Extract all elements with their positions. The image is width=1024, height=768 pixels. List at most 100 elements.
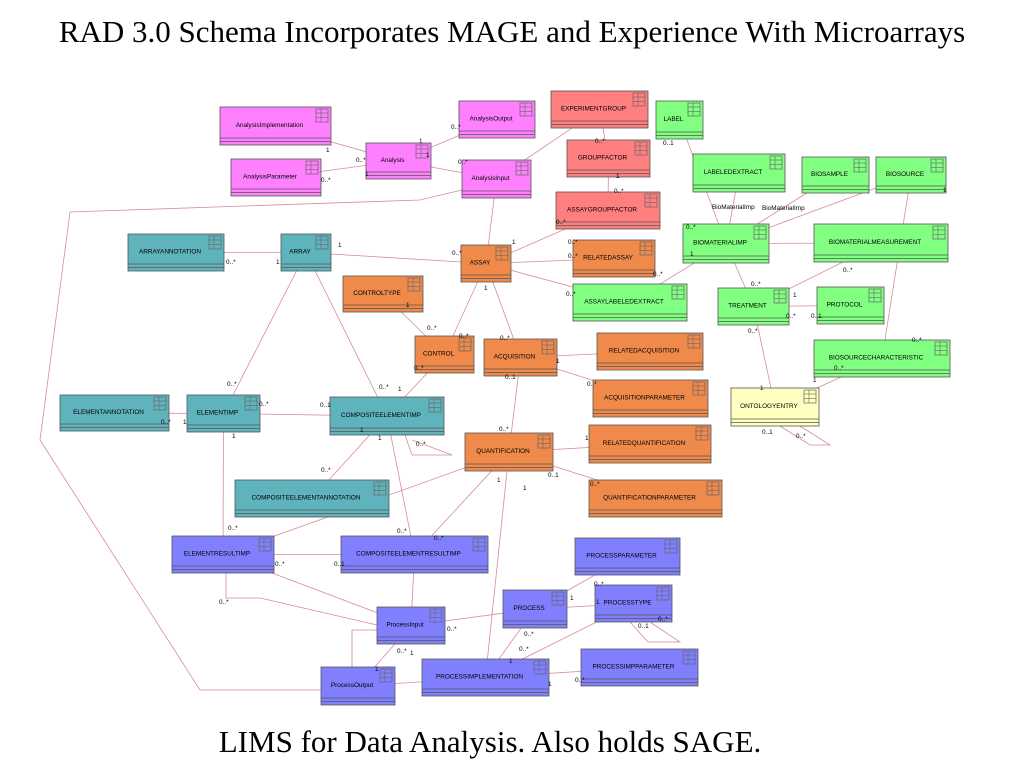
table-grid-icon bbox=[373, 481, 387, 496]
class-box-elementresultimp[interactable]: ELEMENTRESULTIMP bbox=[171, 535, 275, 574]
table-grid-icon bbox=[769, 155, 783, 170]
class-box-analysisinput[interactable]: AnalysisInput bbox=[461, 159, 532, 199]
table-grid-icon bbox=[515, 161, 529, 176]
class-box-protocol[interactable]: PROTOCOL bbox=[816, 286, 885, 325]
class-box-processimplementation[interactable]: PROCESSIMPLEMENTATION bbox=[421, 658, 550, 697]
class-box-controltype[interactable]: CONTROLTYPE bbox=[342, 275, 424, 313]
multiplicity-label: 0..* bbox=[614, 188, 624, 195]
class-name: ASSAYGROUPFACTOR bbox=[567, 207, 637, 214]
class-box-process[interactable]: PROCESS bbox=[502, 589, 568, 629]
class-box-elementannotation[interactable]: ELEMENTANNOTATION bbox=[59, 394, 170, 432]
multiplicity-label: 1 bbox=[943, 187, 947, 194]
slide-title: RAD 3.0 Schema Incorporates MAGE and Exp… bbox=[58, 14, 966, 49]
self-association-compositeelementimp bbox=[404, 434, 453, 456]
class-box-biomaterialimp[interactable]: BIOMATERIALIMP bbox=[682, 223, 770, 264]
table-grid-icon bbox=[533, 660, 547, 675]
class-box-control[interactable]: CONTROL bbox=[414, 335, 475, 374]
class-name: COMPOSITEELEMENTANNOTATION bbox=[251, 495, 360, 502]
table-grid-icon bbox=[634, 141, 648, 156]
table-grid-icon bbox=[379, 668, 393, 683]
class-name: QUANTIFICATIONPARAMETER bbox=[603, 495, 696, 502]
table-grid-icon bbox=[519, 102, 533, 117]
class-box-assaygroupfactor[interactable]: ASSAYGROUPFACTOR bbox=[555, 191, 661, 230]
multiplicity-label: 1 bbox=[793, 292, 797, 299]
class-box-compositeelementresultimp[interactable]: COMPOSITEELEMENTRESULTIMP bbox=[340, 535, 489, 574]
class-box-treatment[interactable]: TREATMENT bbox=[717, 287, 790, 326]
class-name: BIOMATERIALMEASUREMENT bbox=[829, 239, 921, 246]
class-box-biosourcecharacteristic[interactable]: BIOSOURCECHARACTERISTIC bbox=[813, 339, 951, 378]
class-box-analysis[interactable]: Analysis bbox=[365, 142, 432, 180]
multiplicity-label: 1 bbox=[419, 138, 423, 145]
multiplicity-label: 1 bbox=[813, 377, 817, 384]
class-box-analysisimplementation[interactable]: AnalysisImplementation bbox=[219, 106, 332, 146]
table-grid-icon bbox=[644, 193, 658, 208]
multiplicity-label: 1 bbox=[523, 485, 527, 492]
class-box-groupfactor[interactable]: GROUPFACTOR bbox=[566, 139, 651, 178]
multiplicity-label: 0..* bbox=[416, 441, 426, 448]
class-box-quantification[interactable]: QUANTIFICATION bbox=[464, 432, 554, 472]
class-box-biosample[interactable]: BIOSAMPLE bbox=[801, 156, 870, 194]
class-box-relatedacquisition[interactable]: RELATEDACQUISITION bbox=[596, 332, 704, 371]
class-box-processoutput[interactable]: ProcessOutput bbox=[320, 666, 396, 706]
class-name: ACQUISITIONPARAMETER bbox=[604, 395, 685, 402]
multiplicity-label: 0..* bbox=[226, 259, 236, 266]
class-name: BIOSAMPLE bbox=[811, 171, 848, 178]
class-name: TREATMENT bbox=[728, 303, 767, 310]
class-box-analysisoutput[interactable]: AnalysisOutput bbox=[458, 100, 536, 139]
table-grid-icon bbox=[208, 235, 222, 250]
class-box-arrayannotation[interactable]: ARRAYANNOTATION bbox=[127, 233, 225, 272]
class-name: EXPERIMENTGROUP bbox=[561, 106, 626, 113]
table-grid-icon bbox=[551, 591, 565, 606]
multiplicity-label: 0..1 bbox=[505, 374, 516, 381]
multiplicity-label: 0..* bbox=[452, 250, 462, 257]
table-grid-icon bbox=[415, 144, 429, 159]
multiplicity-label: 1 bbox=[375, 666, 379, 673]
association-biosourcecharacteristic-biosource bbox=[881, 174, 912, 359]
table-grid-icon bbox=[753, 225, 767, 240]
multiplicity-label: 0..* bbox=[451, 124, 461, 131]
multiplicity-label: 0..* bbox=[568, 239, 578, 246]
class-box-relatedassay[interactable]: RELATEDASSAY bbox=[572, 239, 656, 278]
multiplicity-label: 0..* bbox=[566, 291, 576, 298]
self-association-ontologyentry bbox=[779, 425, 832, 446]
class-box-processparameter[interactable]: PROCESSPARAMETER bbox=[574, 537, 681, 576]
class-box-assaylabeledextract[interactable]: ASSAYLABELEDEXTRACT bbox=[572, 283, 688, 322]
class-box-array[interactable]: ARRAY bbox=[280, 233, 332, 272]
class-box-elementimp[interactable]: ELEMENTIMP bbox=[186, 394, 261, 433]
class-box-acquisitionparameter[interactable]: ACQUISITIONPARAMETER bbox=[592, 379, 709, 418]
multiplicity-label: 0..* bbox=[912, 337, 922, 344]
multiplicity-label: 0..* bbox=[414, 365, 424, 372]
association-array-assay bbox=[305, 252, 487, 264]
class-name: CONTROL bbox=[423, 351, 455, 358]
class-box-processinput[interactable]: ProcessInput bbox=[376, 606, 446, 645]
class-name: AnalysisParameter bbox=[243, 174, 298, 181]
class-box-experimentgroup[interactable]: EXPERIMENTGROUP bbox=[550, 90, 649, 129]
class-box-processtype[interactable]: PROCESSTYPE bbox=[594, 584, 673, 623]
class-box-biomaterialmeasurement[interactable]: BIOMATERIALMEASUREMENT bbox=[813, 223, 949, 263]
multiplicity-label: 1 bbox=[512, 239, 516, 246]
class-name: PROCESSIMPPARAMETER bbox=[593, 664, 675, 671]
table-grid-icon bbox=[458, 337, 472, 352]
class-box-assay[interactable]: ASSAY bbox=[460, 244, 512, 283]
class-box-relatedquantification[interactable]: RELATEDQUANTIFICATION bbox=[588, 424, 712, 464]
multiplicity-label: 0..1 bbox=[334, 561, 345, 568]
multiplicity-label: 1 bbox=[426, 152, 430, 159]
class-box-compositeelementimp[interactable]: COMPOSITEELEMENTIMP bbox=[329, 396, 445, 436]
multiplicity-label: 1 bbox=[378, 435, 382, 442]
class-box-acquisition[interactable]: ACQUISITION bbox=[483, 338, 558, 377]
class-box-processimpparameter[interactable]: PROCESSIMPPARAMETER bbox=[580, 648, 699, 687]
class-box-biosource[interactable]: BIOSOURCE bbox=[875, 156, 947, 194]
class-box-label[interactable]: LABEL bbox=[655, 100, 704, 140]
multiplicity-label: 1 bbox=[760, 385, 764, 392]
class-name: PROTOCOL bbox=[827, 302, 863, 309]
association-elementimp-elementresultimp bbox=[222, 413, 224, 555]
class-box-labeledextract[interactable]: LABELEDEXTRACT bbox=[692, 153, 786, 193]
class-name: ARRAYANNOTATION bbox=[139, 249, 201, 256]
class-box-analysisparameter[interactable]: AnalysisParameter bbox=[230, 158, 322, 197]
multiplicity-label: 0..* bbox=[587, 381, 597, 388]
multiplicity-label: 0..1 bbox=[638, 623, 649, 630]
multiplicity-label: 0..* bbox=[356, 157, 366, 164]
class-box-quantificationparameter[interactable]: QUANTIFICATIONPARAMETER bbox=[588, 479, 723, 518]
class-box-compositeelementannotation[interactable]: COMPOSITEELEMENTANNOTATION bbox=[234, 479, 390, 518]
class-box-ontologyentry[interactable]: ONTOLOGYENTRY bbox=[730, 387, 820, 427]
